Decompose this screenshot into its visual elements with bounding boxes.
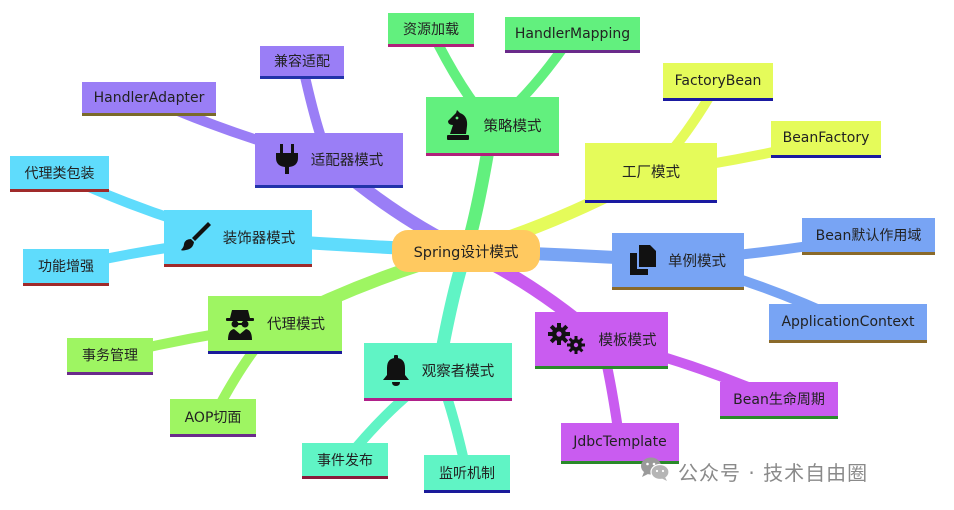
- leaf-label: 兼容适配: [274, 54, 330, 70]
- leaf-label: 事务管理: [82, 348, 138, 364]
- leaf-application-context[interactable]: ApplicationContext: [769, 304, 927, 343]
- branch-factory[interactable]: 工厂模式: [585, 143, 717, 203]
- leaf-label: AOP切面: [184, 409, 242, 426]
- wechat-icon: [640, 456, 670, 486]
- leaf-adapter-compat[interactable]: 兼容适配: [260, 46, 344, 79]
- branch-observer-label: 观察者模式: [421, 364, 495, 380]
- watermark: 公众号 · 技术自由圈: [640, 455, 940, 487]
- plug-icon: [275, 144, 299, 174]
- leaf-aop-aspect[interactable]: AOP切面: [170, 399, 256, 437]
- bell-icon: [382, 354, 410, 387]
- watermark-text: 公众号 · 技术自由圈: [678, 460, 869, 485]
- branch-decorator-label: 装饰器模式: [222, 230, 296, 247]
- branch-strategy[interactable]: 策略模式: [426, 97, 559, 156]
- copy-icon: [630, 245, 656, 275]
- branch-template[interactable]: 模板模式: [535, 312, 668, 369]
- branch-factory-label: 工厂模式: [622, 165, 680, 181]
- branch-decorator[interactable]: 装饰器模式: [164, 210, 312, 267]
- branch-strategy-label: 策略模式: [483, 118, 542, 135]
- leaf-bean-default-scope[interactable]: Bean默认作用域: [802, 218, 935, 255]
- branch-singleton[interactable]: 单例模式: [612, 233, 744, 290]
- leaf-transaction-management[interactable]: 事务管理: [67, 338, 153, 375]
- leaf-label: 监听机制: [439, 465, 495, 482]
- leaf-jdbc-template[interactable]: JdbcTemplate: [561, 423, 679, 464]
- branch-observer[interactable]: 观察者模式: [364, 343, 512, 401]
- leaf-feature-enhancement[interactable]: 功能增强: [23, 249, 109, 286]
- branch-proxy[interactable]: 代理模式: [208, 296, 342, 354]
- leaf-label: JdbcTemplate: [573, 434, 667, 450]
- branch-proxy-label: 代理模式: [267, 317, 325, 333]
- leaf-label: 资源加载: [403, 21, 459, 38]
- leaf-label: Bean生命周期: [733, 392, 825, 408]
- leaf-label: ApplicationContext: [781, 314, 915, 330]
- paintbrush-icon: [180, 222, 211, 252]
- leaf-label: BeanFactory: [782, 130, 870, 146]
- chess-knight-icon: [444, 110, 472, 140]
- leaf-label: 事件发布: [317, 452, 373, 469]
- leaf-bean-lifecycle[interactable]: Bean生命周期: [720, 382, 838, 419]
- leaf-label: 功能增强: [38, 259, 94, 275]
- center-node[interactable]: Spring设计模式: [392, 230, 540, 272]
- branch-template-label: 模板模式: [598, 332, 657, 349]
- leaf-handler-adapter[interactable]: HandlerAdapter: [82, 82, 216, 116]
- leaf-label: HandlerMapping: [514, 25, 631, 42]
- leaf-handler-mapping[interactable]: HandlerMapping: [505, 17, 640, 53]
- leaf-label: FactoryBean: [674, 72, 762, 89]
- leaf-factory-bean[interactable]: FactoryBean: [663, 63, 773, 101]
- leaf-proxy-wrapper[interactable]: 代理类包装: [10, 156, 109, 192]
- branch-adapter[interactable]: 适配器模式: [255, 133, 403, 188]
- leaf-label: HandlerAdapter: [93, 89, 205, 106]
- center-label: Spring设计模式: [413, 244, 519, 261]
- leaf-label: 代理类包装: [24, 165, 95, 182]
- leaf-event-publish[interactable]: 事件发布: [302, 443, 388, 479]
- leaf-listener-mechanism[interactable]: 监听机制: [424, 455, 510, 493]
- leaf-resource-loading[interactable]: 资源加载: [388, 13, 474, 47]
- gears-icon: [547, 323, 587, 355]
- branch-adapter-label: 适配器模式: [310, 152, 384, 169]
- leaf-bean-factory[interactable]: BeanFactory: [771, 121, 881, 158]
- leaf-label: Bean默认作用域: [815, 228, 922, 244]
- spy-icon: [225, 308, 255, 340]
- branch-singleton-label: 单例模式: [668, 253, 726, 270]
